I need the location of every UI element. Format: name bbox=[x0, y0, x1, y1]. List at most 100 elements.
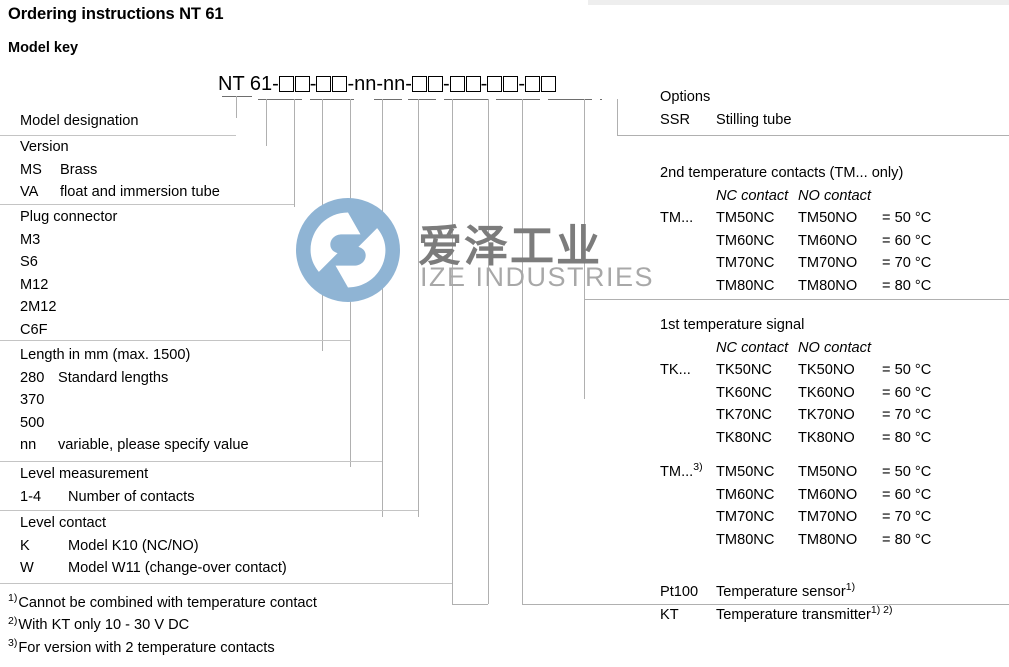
cell-nc: TK70NC bbox=[716, 407, 772, 423]
row-plug-c6f: C6F bbox=[20, 321, 48, 338]
group-label-tm3-sup: 3) bbox=[693, 461, 703, 474]
cell-nc: TM70NC bbox=[716, 509, 775, 525]
ize-logo-icon bbox=[296, 198, 400, 302]
heading-level-contact: Level contact bbox=[20, 515, 106, 531]
leader-line-level-measurement bbox=[350, 99, 351, 467]
model-key-slot-temp1 bbox=[449, 72, 481, 92]
cell-nc: TM60NC bbox=[716, 232, 775, 249]
model-key-dash-8: - bbox=[518, 73, 525, 95]
row-version-va: VA float and immersion tube bbox=[20, 181, 220, 204]
col-header-nc: NC contact bbox=[716, 187, 789, 204]
model-key-dash-3: - bbox=[347, 73, 355, 95]
desc-va: float and immersion tube bbox=[60, 184, 220, 200]
separator bbox=[0, 340, 350, 341]
desc-ms: Brass bbox=[60, 161, 98, 178]
watermark-english: IZE INDUSTRIES bbox=[420, 262, 655, 292]
separator bbox=[0, 510, 418, 511]
table-row: TM60NC TM60NO = 60 °C bbox=[660, 484, 931, 507]
footnote-2-text: With KT only 10 - 30 V DC bbox=[18, 617, 190, 634]
leader-bracket bbox=[222, 96, 252, 97]
cell-value: = 50 °C bbox=[882, 362, 932, 378]
row-plug-2m12: 2M12 bbox=[20, 299, 57, 315]
cell-no: TK70NO bbox=[798, 407, 855, 423]
model-key-dash-7: - bbox=[480, 73, 488, 95]
box-glyph bbox=[540, 76, 556, 92]
cell-value: = 60 °C bbox=[882, 384, 932, 401]
block-model-designation: Model designation bbox=[20, 110, 138, 133]
model-key-slot-temp2 bbox=[487, 72, 519, 92]
heading-level-measurement: Level measurement bbox=[20, 466, 149, 482]
col-header-no: NO contact bbox=[798, 339, 871, 356]
cell-nc: TM50NC bbox=[716, 464, 775, 480]
cell-no: TM60NO bbox=[798, 486, 858, 503]
footnote-2-num: 2) bbox=[8, 614, 18, 627]
leader-bracket bbox=[408, 99, 436, 100]
desc-nn: variable, please specify value bbox=[58, 437, 249, 453]
bracket-temp1-bottom bbox=[522, 604, 1009, 605]
cell-value: = 60 °C bbox=[882, 232, 932, 249]
cell-value: = 80 °C bbox=[882, 429, 932, 446]
cell-nc: TM60NC bbox=[716, 486, 775, 503]
footnote-3-text: For version with 2 temperature contacts bbox=[18, 639, 275, 656]
cell-value: = 60 °C bbox=[882, 486, 932, 503]
bracket-aux-bottom bbox=[452, 604, 488, 605]
footnote-3-num: 3) bbox=[8, 636, 18, 649]
model-key-slot-contact bbox=[411, 72, 443, 92]
row-plug-m3: M3 bbox=[20, 231, 41, 248]
row-length-280: 280 Standard lengths bbox=[20, 367, 249, 390]
heading-plug-connector: Plug connector bbox=[20, 209, 118, 225]
desc-k: Model K10 (NC/NO) bbox=[68, 537, 199, 554]
box-glyph bbox=[487, 76, 503, 92]
sup-kt: 1) 2) bbox=[870, 603, 893, 616]
bracket-temp2-bottom bbox=[584, 299, 1009, 300]
heading-second-temp-contacts: 2nd temperature contacts (TM... only) bbox=[660, 165, 904, 181]
top-grey-bar bbox=[588, 0, 1009, 5]
code-280: 280 bbox=[20, 369, 45, 386]
footnotes: 1)Cannot be combined with temperature co… bbox=[8, 592, 317, 659]
leader-line-temp-contacts bbox=[584, 99, 585, 399]
desc-280: Standard lengths bbox=[58, 369, 169, 386]
cell-nc: TK50NC bbox=[716, 362, 772, 378]
cell-value: = 50 °C bbox=[882, 464, 932, 480]
cell-nc: TK60NC bbox=[716, 384, 772, 401]
leader-bracket bbox=[310, 99, 354, 100]
group-label-tm: TM... bbox=[660, 210, 694, 226]
box-glyph bbox=[411, 76, 427, 92]
leader-bracket bbox=[444, 99, 488, 100]
code-370: 370 bbox=[20, 392, 45, 408]
cell-value: = 80 °C bbox=[882, 277, 932, 294]
cell-nc: TM70NC bbox=[716, 255, 775, 271]
bracket-options-bottom bbox=[617, 135, 1009, 136]
watermark-chinese: 爱泽工业 bbox=[418, 221, 602, 272]
cell-value: = 70 °C bbox=[882, 407, 932, 423]
separator bbox=[0, 583, 452, 584]
leader-bracket bbox=[374, 99, 402, 100]
leader-bracket bbox=[548, 99, 592, 100]
code-va: VA bbox=[20, 184, 39, 200]
group-label-tm3-text: TM... bbox=[660, 464, 694, 480]
model-key-dash-2: - bbox=[309, 73, 317, 95]
desc-ssr: Stilling tube bbox=[716, 111, 792, 128]
block-plug-connector: Plug connector M3 S6 M12 2M12 C6F bbox=[20, 206, 117, 341]
cell-no: TK60NO bbox=[798, 384, 855, 401]
box-glyph bbox=[465, 76, 481, 92]
box-glyph bbox=[503, 76, 519, 92]
row-plug-m12: M12 bbox=[20, 276, 49, 293]
leader-line-aux-3 bbox=[488, 99, 489, 604]
leader-line-model-designation bbox=[236, 96, 237, 118]
leader-line-version bbox=[266, 99, 267, 146]
code-ssr: SSR bbox=[660, 111, 691, 128]
code-1-4: 1-4 bbox=[20, 488, 42, 505]
cell-no: TM50NO bbox=[798, 210, 858, 226]
row-plug-s6: S6 bbox=[20, 254, 38, 270]
leader-line-plug-connector bbox=[294, 99, 295, 207]
